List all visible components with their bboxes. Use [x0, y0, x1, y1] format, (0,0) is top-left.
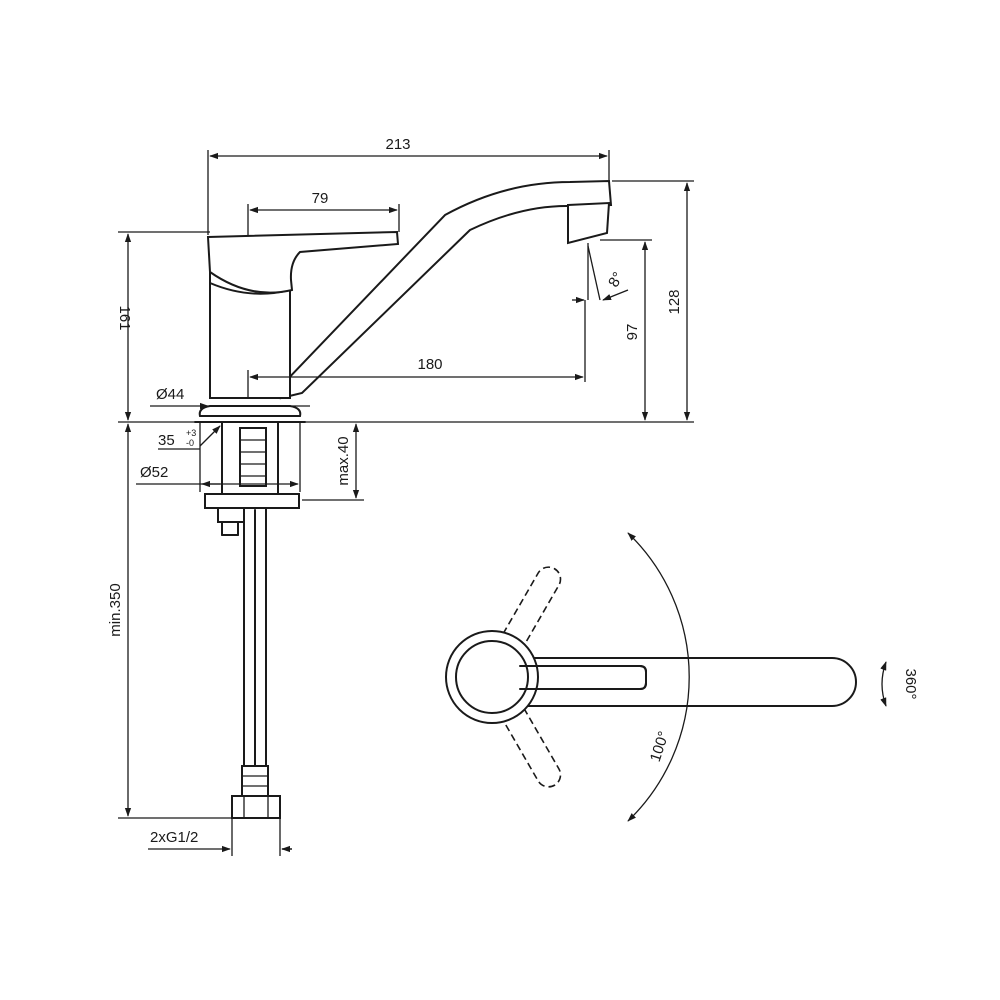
lever-position-lower — [495, 691, 562, 788]
spout — [279, 179, 613, 400]
body-ring-outer — [445, 630, 539, 724]
mounting-plate — [204, 493, 300, 509]
dim-hose-length: min.350 — [107, 583, 124, 636]
dim-escutcheon-diameter: Ø52 — [140, 464, 168, 481]
dim-body-height: 161 — [116, 305, 133, 330]
hose-nut — [231, 795, 281, 819]
dim-spout-reach: 180 — [417, 356, 442, 373]
top-view: 100° 360° — [445, 532, 919, 822]
rotation-arrow — [880, 661, 887, 707]
dim-total-height: 128 — [666, 289, 683, 314]
hose-fitting — [241, 765, 269, 797]
dim-base-diameter: Ø44 — [156, 386, 184, 403]
dim-hole-min: 35 — [158, 432, 175, 449]
dim-overall-width: 213 — [385, 136, 410, 153]
body-ring-inner — [455, 640, 529, 714]
dim-tol-minus: -0 — [186, 438, 194, 448]
aerator — [567, 201, 611, 245]
dim-spout-angle: 8° — [605, 269, 627, 290]
dim-spout-rotation: 360° — [902, 668, 919, 699]
dim-deck-thickness: max.40 — [335, 436, 352, 485]
dim-tol-plus: +3 — [186, 428, 196, 438]
dim-lever-swing: 100° — [647, 729, 673, 764]
lever-position-upper — [495, 566, 562, 663]
base-flange — [198, 405, 302, 417]
threaded-stud — [239, 427, 267, 487]
dim-spout-height: 97 — [624, 324, 641, 341]
lever-handle — [206, 230, 400, 294]
dim-lever-length: 79 — [312, 190, 329, 207]
swing-arc — [627, 532, 690, 822]
dim-connection: 2xG1/2 — [150, 829, 198, 846]
mounting-nut — [217, 507, 245, 523]
side-view: 213 79 180 128 97 8° 161 Ø44 35 — [107, 136, 694, 856]
